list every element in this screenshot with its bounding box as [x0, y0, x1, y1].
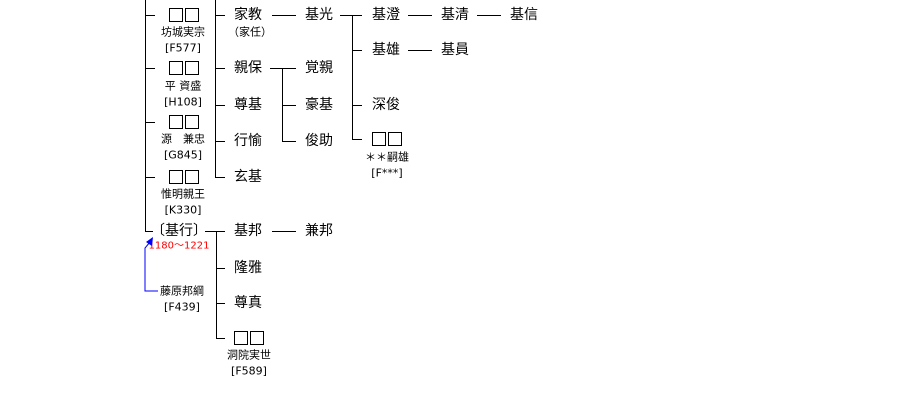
unknown-name-boxes	[371, 131, 403, 147]
branch-line	[408, 50, 432, 51]
adoptive-parent-code: [F439]	[164, 300, 200, 314]
alias-ieto: （家任）	[228, 25, 272, 39]
parent-code: [G845]	[163, 148, 203, 162]
branch-line	[215, 68, 225, 69]
unknown-name-boxes	[168, 114, 200, 130]
branch-line	[216, 303, 225, 304]
parent-name: 源 兼忠	[161, 132, 205, 146]
branch-line	[145, 231, 153, 232]
adoption-arrow	[144, 237, 158, 292]
branch-line	[272, 15, 296, 16]
branch-line	[145, 177, 155, 178]
person: 深俊	[372, 97, 400, 113]
branch-line	[352, 105, 362, 106]
person: 玄基	[234, 169, 262, 185]
branch-line	[215, 177, 225, 178]
person: 基清	[441, 7, 469, 23]
branch-line	[145, 68, 155, 69]
motoyuki-node: 〔基行〕	[151, 223, 207, 239]
person: 基信	[510, 7, 538, 23]
parent-name: ＊＊嗣雄	[365, 150, 409, 164]
branch-line	[352, 139, 362, 140]
parent-code: [F589]	[231, 364, 267, 378]
parent-code: [F577]	[165, 41, 201, 55]
person: 親保	[234, 60, 262, 76]
person: 基邦	[234, 223, 262, 239]
lifespan-years: 1180～1221	[148, 240, 210, 252]
branch-line	[216, 268, 225, 269]
branch-line	[216, 338, 225, 339]
person: 俊助	[305, 133, 333, 149]
trunk-line	[145, 0, 146, 232]
person: 兼邦	[305, 223, 333, 239]
person: 基員	[441, 42, 469, 58]
person-ienori: 家教	[234, 7, 262, 23]
adoptive-parent-name: 藤原邦綱	[160, 284, 204, 298]
sibling-line	[216, 231, 217, 339]
branch-line	[408, 15, 432, 16]
branch-line	[272, 231, 296, 232]
branch-line	[145, 15, 155, 16]
sibling-line	[352, 15, 353, 140]
branch-line	[282, 105, 296, 106]
unknown-name-boxes	[233, 330, 265, 346]
branch-line	[352, 50, 362, 51]
person: 尊真	[234, 295, 262, 311]
parent-code: [H108]	[164, 95, 202, 109]
person: 基光	[305, 7, 333, 23]
branch-line	[215, 105, 225, 106]
parent-name: 洞院実世	[227, 348, 271, 362]
branch-line	[215, 141, 225, 142]
unknown-name-boxes	[168, 169, 200, 185]
person: 基澄	[372, 7, 400, 23]
branch-line	[282, 141, 296, 142]
branch-line	[477, 15, 501, 16]
parent-name: 惟明親王	[161, 187, 205, 201]
branch-line	[205, 231, 225, 232]
parent-code: [K330]	[164, 203, 202, 217]
person: 行愉	[234, 133, 262, 149]
branch-line	[145, 122, 155, 123]
person: 隆雅	[234, 260, 262, 276]
unknown-name-boxes	[168, 7, 200, 23]
person: 基雄	[372, 42, 400, 58]
parent-code: [F***]	[371, 166, 403, 180]
person: 覚親	[305, 60, 333, 76]
parent-name: 平 資盛	[164, 79, 202, 93]
person: 尊基	[234, 97, 262, 113]
branch-line	[215, 15, 225, 16]
sibling-line	[215, 0, 216, 178]
unknown-name-boxes	[168, 60, 200, 76]
parent-name: 坊城実宗	[161, 25, 205, 39]
person: 豪基	[305, 97, 333, 113]
branch-line	[340, 15, 362, 16]
branch-line	[270, 68, 296, 69]
